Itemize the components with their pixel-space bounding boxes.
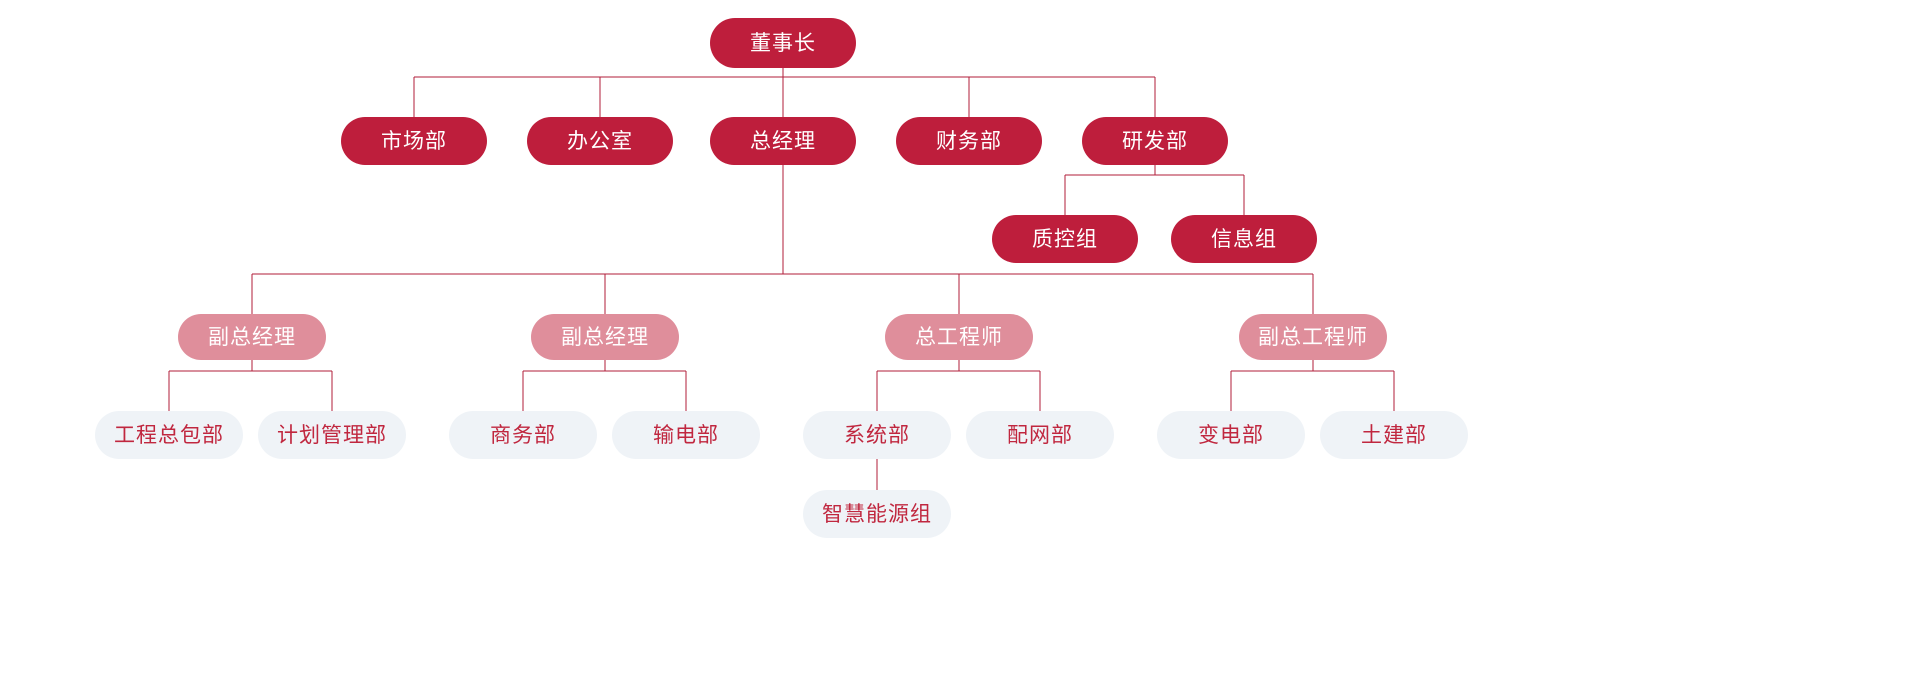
org-node-label: 智慧能源组 bbox=[822, 502, 932, 526]
org-node-office[interactable]: 办公室 bbox=[527, 117, 673, 165]
org-node-label: 土建部 bbox=[1361, 423, 1427, 447]
org-node-label: 办公室 bbox=[567, 129, 633, 153]
org-node-chief-engineer[interactable]: 总工程师 bbox=[885, 314, 1033, 360]
org-node-rnd[interactable]: 研发部 bbox=[1082, 117, 1228, 165]
org-node-label: 变电部 bbox=[1198, 423, 1264, 447]
org-node-label: 副总工程师 bbox=[1258, 325, 1368, 349]
org-node-general-manager[interactable]: 总经理 bbox=[710, 117, 856, 165]
org-node-label: 配网部 bbox=[1007, 423, 1073, 447]
org-node-label: 市场部 bbox=[381, 129, 447, 153]
org-node-chairman[interactable]: 董事长 bbox=[710, 18, 856, 68]
org-node-label: 工程总包部 bbox=[114, 423, 224, 447]
org-node-substation[interactable]: 变电部 bbox=[1157, 411, 1305, 459]
org-node-label: 研发部 bbox=[1122, 129, 1188, 153]
org-node-system[interactable]: 系统部 bbox=[803, 411, 951, 459]
org-node-finance[interactable]: 财务部 bbox=[896, 117, 1042, 165]
org-node-label: 董事长 bbox=[750, 31, 816, 55]
org-node-label: 副总经理 bbox=[208, 325, 296, 349]
org-node-label: 副总经理 bbox=[561, 325, 649, 349]
org-node-label: 商务部 bbox=[490, 423, 556, 447]
org-node-label: 输电部 bbox=[653, 423, 719, 447]
org-node-qc-group[interactable]: 质控组 bbox=[992, 215, 1138, 263]
org-node-smart-energy[interactable]: 智慧能源组 bbox=[803, 490, 951, 538]
org-node-distribution[interactable]: 配网部 bbox=[966, 411, 1114, 459]
org-node-label: 质控组 bbox=[1032, 227, 1098, 251]
org-node-label: 总经理 bbox=[750, 129, 816, 153]
org-node-epc[interactable]: 工程总包部 bbox=[95, 411, 243, 459]
org-node-commerce[interactable]: 商务部 bbox=[449, 411, 597, 459]
org-node-label: 信息组 bbox=[1211, 227, 1277, 251]
org-node-info-group[interactable]: 信息组 bbox=[1171, 215, 1317, 263]
org-node-deputy-gm-1[interactable]: 副总经理 bbox=[178, 314, 326, 360]
org-node-label: 系统部 bbox=[844, 423, 910, 447]
org-node-civil[interactable]: 土建部 bbox=[1320, 411, 1468, 459]
org-node-planning[interactable]: 计划管理部 bbox=[258, 411, 406, 459]
org-node-transmission[interactable]: 输电部 bbox=[612, 411, 760, 459]
org-node-label: 财务部 bbox=[936, 129, 1002, 153]
org-node-label: 总工程师 bbox=[915, 325, 1003, 349]
org-node-label: 计划管理部 bbox=[277, 423, 387, 447]
org-node-marketing[interactable]: 市场部 bbox=[341, 117, 487, 165]
org-node-deputy-chief-engineer[interactable]: 副总工程师 bbox=[1239, 314, 1387, 360]
org-node-deputy-gm-2[interactable]: 副总经理 bbox=[531, 314, 679, 360]
